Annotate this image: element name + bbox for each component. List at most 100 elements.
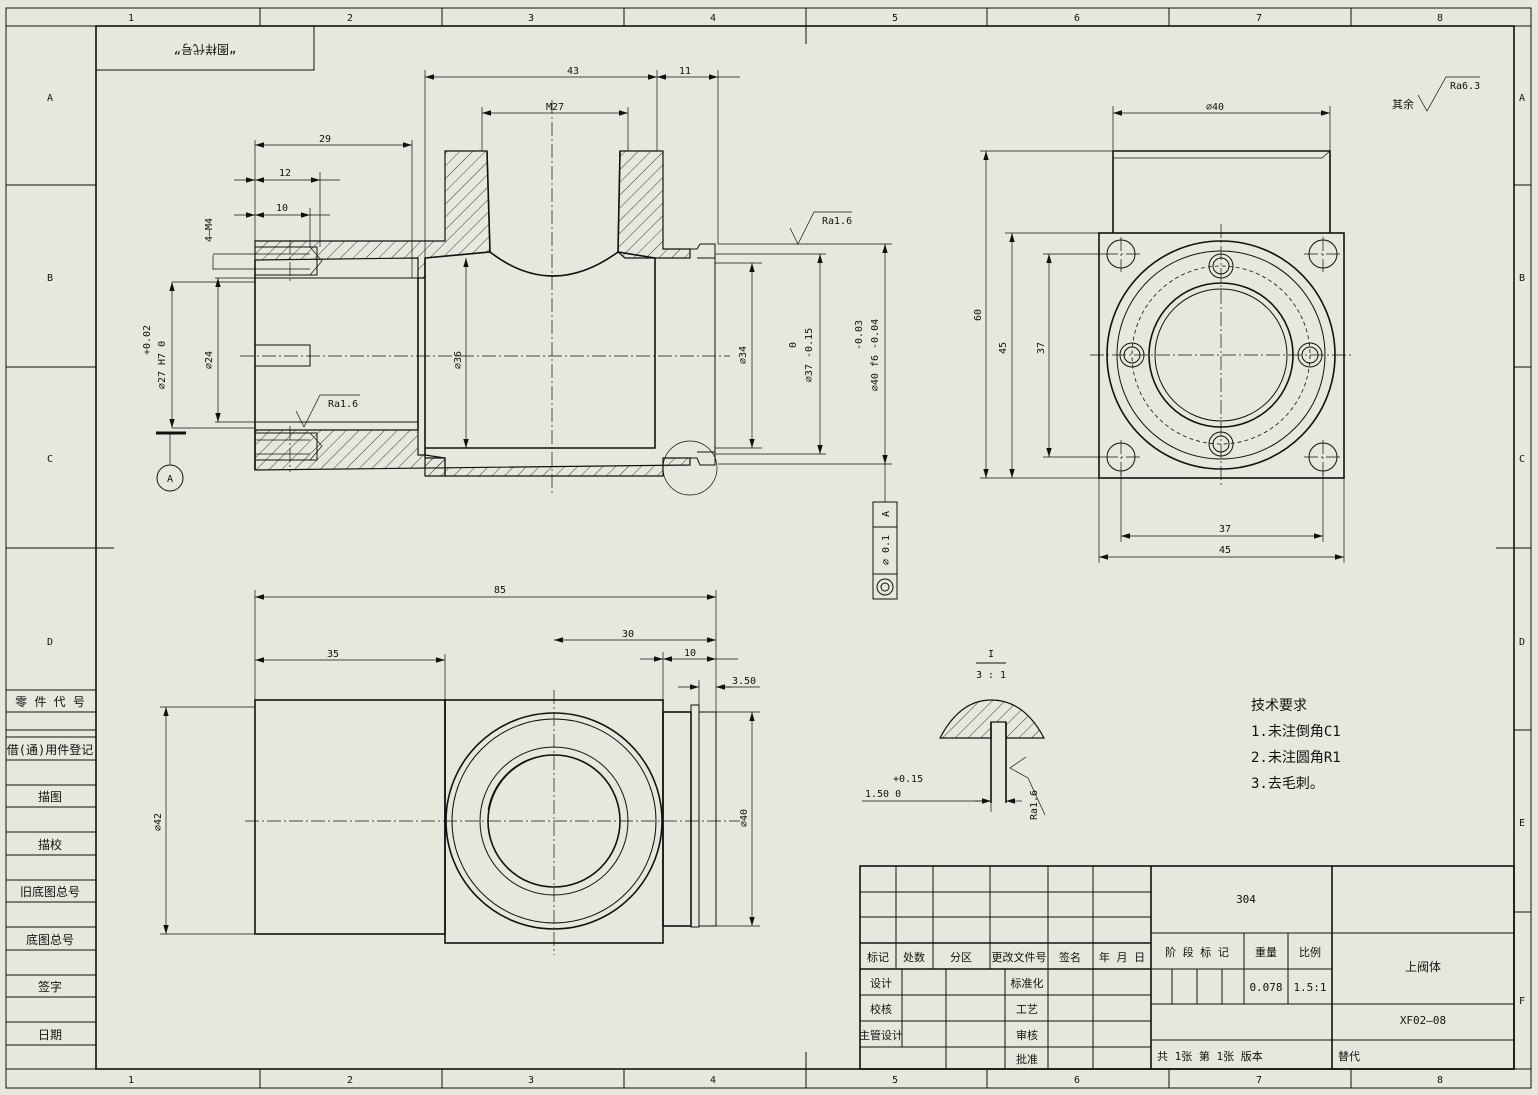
fcf-value: ∅ 0.1 (881, 535, 892, 565)
weight-label: 重量 (1255, 945, 1277, 959)
dim-d37-tol: 0 (788, 342, 799, 348)
dim-10-side: 10 (684, 648, 696, 659)
hdr-count: 处数 (903, 951, 925, 964)
side-label-trace: 描图 (38, 790, 62, 804)
drawing-number: XF02—08 (1400, 1014, 1446, 1027)
end-view (1090, 150, 1354, 488)
side-view (245, 690, 740, 955)
title-block: 标记 处数 分区 更改文件号 签名 年 月 日 设计 校核 主管设计 标准化 工… (859, 865, 1515, 1070)
stage-label: 阶 段 标 记 (1165, 945, 1229, 959)
datum-a-label: A (167, 474, 173, 485)
dim-45-horz: 45 (1219, 545, 1231, 556)
side-label-date: 日期 (38, 1028, 62, 1042)
side-label-trace-check: 描校 (38, 837, 62, 852)
zone-col-7-bottom: 7 (1256, 1075, 1262, 1086)
zone-row-a-right: A (1519, 93, 1525, 104)
dim-d36: ∅36 (453, 351, 464, 369)
zone-col-8-bottom: 8 (1437, 1075, 1443, 1086)
side-label-old-master: 旧底图总号 (20, 884, 80, 899)
part-name: 上阀体 (1405, 960, 1441, 974)
dim-37-vert: 37 (1036, 342, 1047, 354)
zone-row-a: A (47, 93, 53, 104)
zone-col-7: 7 (1256, 13, 1262, 24)
row-process: 工艺 (1016, 1003, 1038, 1016)
zone-col-1: 1 (128, 13, 134, 24)
row-chief-design: 主管设计 (859, 1028, 903, 1042)
flange-square (1098, 232, 1345, 479)
detail-scale: 3 : 1 (976, 670, 1006, 681)
zone-col-6-bottom: 6 (1074, 1075, 1080, 1086)
detail-i-circle (662, 440, 718, 496)
material: 304 (1236, 893, 1256, 906)
zone-col-3: 3 (528, 13, 534, 24)
zone-col-6: 6 (1074, 13, 1080, 24)
zone-col-2: 2 (347, 13, 353, 24)
zone-row-e-right: E (1519, 818, 1525, 829)
technical-requirements: 技术要求 1.未注倒角C1 2.未注圆角R1 3.去毛刺。 (1251, 698, 1341, 792)
dim-1-50: 1.50 0 (865, 789, 901, 800)
side-label-part-code: 零 件 代 号 (15, 695, 85, 709)
zone-row-b: B (47, 273, 53, 284)
hdr-date: 年 月 日 (1099, 950, 1145, 964)
hdr-signature: 签名 (1059, 950, 1081, 964)
top-boss-right-hatch (617, 150, 691, 259)
dim-d40-top: ∅40 (1206, 102, 1224, 113)
side-label-master: 底图总号 (26, 932, 74, 947)
dim-d40-side: ∅40 (739, 809, 750, 827)
zone-row-d: D (47, 637, 53, 648)
dim-29: 29 (319, 134, 331, 145)
dim-35: 35 (327, 649, 339, 660)
weight-value: 0.078 (1249, 981, 1282, 994)
general-roughness-note: 其余 Ra6.3 (1392, 76, 1480, 112)
tech-req-item-3: 3.去毛刺。 (1251, 776, 1324, 792)
side-body-left (254, 699, 446, 935)
roughness-ra1-inner: Ra1.6 (328, 399, 358, 410)
roughness-ra1-top: Ra1.6 (822, 216, 852, 227)
stamp-text: “图样代号” (174, 42, 236, 57)
tech-req-title: 技术要求 (1251, 698, 1307, 714)
dim-12: 12 (279, 168, 291, 179)
zone-col-4: 4 (710, 13, 716, 24)
dim-d27-h7: ∅27 H7 0 (157, 341, 168, 389)
dim-10: 10 (276, 203, 288, 214)
dim-1-50-tol: +0.15 (893, 774, 923, 785)
end-view-dimensions: ∅40 60 45 37 37 45 (973, 102, 1345, 563)
dim-d37: ∅37 -0.15 (804, 328, 815, 382)
front-section-view (240, 100, 730, 496)
dim-d24: ∅24 (204, 351, 215, 369)
dim-d40-f6: ∅40 f6 -0.04 (870, 319, 881, 391)
roughness-detail: Ra1.6 (1029, 790, 1040, 820)
zone-col-4-bottom: 4 (710, 1075, 716, 1086)
dim-d27-tol: +0.02 (142, 325, 153, 355)
zone-col-5: 5 (892, 13, 898, 24)
sheet-count: 共 1张 第 1张 版本 (1157, 1049, 1263, 1063)
zone-row-d-right: D (1519, 637, 1525, 648)
bottom-wall-left-hatch (424, 454, 446, 477)
zone-row-c-right: C (1519, 454, 1525, 465)
row-design: 设计 (870, 977, 892, 990)
dim-d40-tol: -0.03 (854, 320, 865, 350)
row-review: 审核 (1016, 1028, 1038, 1042)
dim-30: 30 (622, 629, 634, 640)
side-label-borrowed: 借(通)用件登记 (7, 742, 93, 757)
detail-i-view: I 3 : 1 Ra1.6 1.50 0 +0.15 (862, 649, 1046, 820)
hdr-change-doc: 更改文件号 (992, 950, 1047, 964)
front-view-dimensions: 43 11 M27 29 12 10 4—M4 ∅27 H7 0 +0.02 (142, 66, 898, 600)
zone-row-b-right: B (1519, 273, 1525, 284)
row-check: 校核 (870, 1002, 892, 1016)
dim-43: 43 (567, 66, 579, 77)
bottom-wall-hatch (254, 429, 691, 477)
roughness-rest-value: Ra6.3 (1450, 81, 1480, 92)
dim-4-m4: 4—M4 (204, 218, 215, 242)
zone-row-c: C (47, 454, 53, 465)
side-label-signature: 签字 (38, 979, 62, 994)
dim-d34: ∅34 (738, 346, 749, 364)
side-registration-table: 零 件 代 号 借(通)用件登记 描图 描校 旧底图总号 底图总号 签字 日期 (5, 689, 97, 1070)
zone-col-3-bottom: 3 (528, 1075, 534, 1086)
zone-ticks (6, 8, 1531, 1088)
dim-60: 60 (973, 309, 984, 321)
row-approve: 批准 (1016, 1052, 1038, 1066)
replace-label: 替代 (1338, 1049, 1360, 1063)
dim-45-vert: 45 (998, 342, 1009, 354)
